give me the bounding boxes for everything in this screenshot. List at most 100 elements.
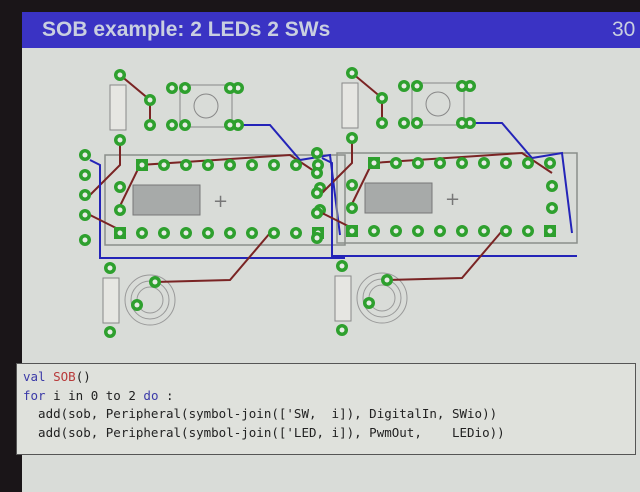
resistor: [334, 275, 352, 322]
pad-hole: [525, 160, 531, 166]
plus-mark: +: [445, 189, 460, 210]
code-block: val SOB() for i in 0 to 2 do : add(sob, P…: [16, 363, 636, 455]
pad-hole: [161, 230, 167, 236]
led-outline: [356, 272, 408, 324]
pad-hole: [549, 183, 555, 189]
plus-mark: +: [213, 191, 228, 212]
pad-hole: [227, 122, 233, 128]
pad-hole: [315, 162, 321, 168]
pad-hole: [314, 190, 320, 196]
trace: [117, 153, 321, 211]
trace: [154, 232, 271, 283]
title-bar: SOB example: 2 LEDs 2 SWs 30: [22, 12, 640, 48]
pad-hole: [152, 279, 158, 285]
pad-hole: [139, 230, 145, 236]
pad-hole: [459, 228, 465, 234]
pad-hole: [161, 162, 167, 168]
page-number: 30: [612, 18, 636, 41]
trace: [240, 124, 341, 236]
pad-hole: [379, 95, 385, 101]
pad-hole: [414, 83, 420, 89]
pad-hole: [401, 83, 407, 89]
pad-hole: [82, 152, 88, 158]
slide-title: SOB example: 2 LEDs 2 SWs: [42, 18, 331, 41]
pad-hole: [379, 120, 385, 126]
pad-hole: [183, 230, 189, 236]
pad-hole: [467, 83, 473, 89]
pad-hole: [249, 230, 255, 236]
pad-hole: [182, 122, 188, 128]
pad-hole: [205, 230, 211, 236]
pad-hole: [349, 228, 355, 234]
trace: [89, 140, 121, 196]
pad-hole: [459, 83, 465, 89]
code-line-3: add(sob, Peripheral(symbol-join(['SW, i]…: [23, 406, 498, 421]
pad-hole: [503, 228, 509, 234]
pad-hole: [415, 160, 421, 166]
pad-hole: [227, 162, 233, 168]
trace: [89, 159, 345, 259]
pad-hole: [339, 263, 345, 269]
pad-hole: [437, 160, 443, 166]
chip-body: [364, 182, 433, 214]
pad-hole: [314, 170, 320, 176]
pad-hole: [525, 228, 531, 234]
pad-hole: [293, 162, 299, 168]
pad-hole: [314, 235, 320, 241]
pad-hole: [235, 122, 241, 128]
pad-hole: [117, 230, 123, 236]
pad-hole: [169, 85, 175, 91]
pad-hole: [107, 329, 113, 335]
switch-body: [411, 82, 465, 126]
pad-hole: [384, 277, 390, 283]
code-line-2: for i in 0 to 2 do :: [23, 387, 174, 403]
trace: [472, 122, 573, 234]
switch-button: [425, 91, 451, 117]
trace: [321, 157, 577, 257]
pad-hole: [349, 70, 355, 76]
pad-hole: [547, 160, 553, 166]
pad-hole: [134, 302, 140, 308]
trace: [321, 138, 353, 194]
pad-hole: [82, 237, 88, 243]
pad-hole: [314, 210, 320, 216]
pad-hole: [414, 120, 420, 126]
pad-hole: [249, 162, 255, 168]
pcb-layout: ++: [79, 67, 578, 338]
pad-hole: [459, 160, 465, 166]
resistor: [102, 277, 120, 324]
pad-hole: [366, 300, 372, 306]
pad-hole: [371, 228, 377, 234]
pad-hole: [227, 230, 233, 236]
resistor: [109, 84, 127, 131]
pad-hole: [271, 230, 277, 236]
pad-hole: [82, 192, 88, 198]
pad-hole: [481, 160, 487, 166]
board-outline: [104, 154, 346, 246]
pad-hole: [117, 184, 123, 190]
pad-hole: [107, 265, 113, 271]
trace: [349, 151, 553, 209]
pad-hole: [393, 228, 399, 234]
pad-hole: [467, 120, 473, 126]
code-line-1: val SOB(): [23, 369, 91, 384]
pad-hole: [481, 228, 487, 234]
switch-button: [193, 93, 219, 119]
pad-hole: [147, 97, 153, 103]
pad-hole: [437, 228, 443, 234]
board-outline: [336, 152, 578, 244]
pad-hole: [349, 205, 355, 211]
pad-hole: [401, 120, 407, 126]
pad-hole: [371, 160, 377, 166]
trace: [386, 230, 503, 281]
pad-hole: [339, 327, 345, 333]
pad-hole: [139, 162, 145, 168]
switch-body: [179, 84, 233, 128]
pad-hole: [415, 228, 421, 234]
pad-hole: [314, 150, 320, 156]
pad-hole: [117, 72, 123, 78]
pad-hole: [117, 137, 123, 143]
pad-hole: [235, 85, 241, 91]
pad-hole: [459, 120, 465, 126]
pad-hole: [82, 212, 88, 218]
